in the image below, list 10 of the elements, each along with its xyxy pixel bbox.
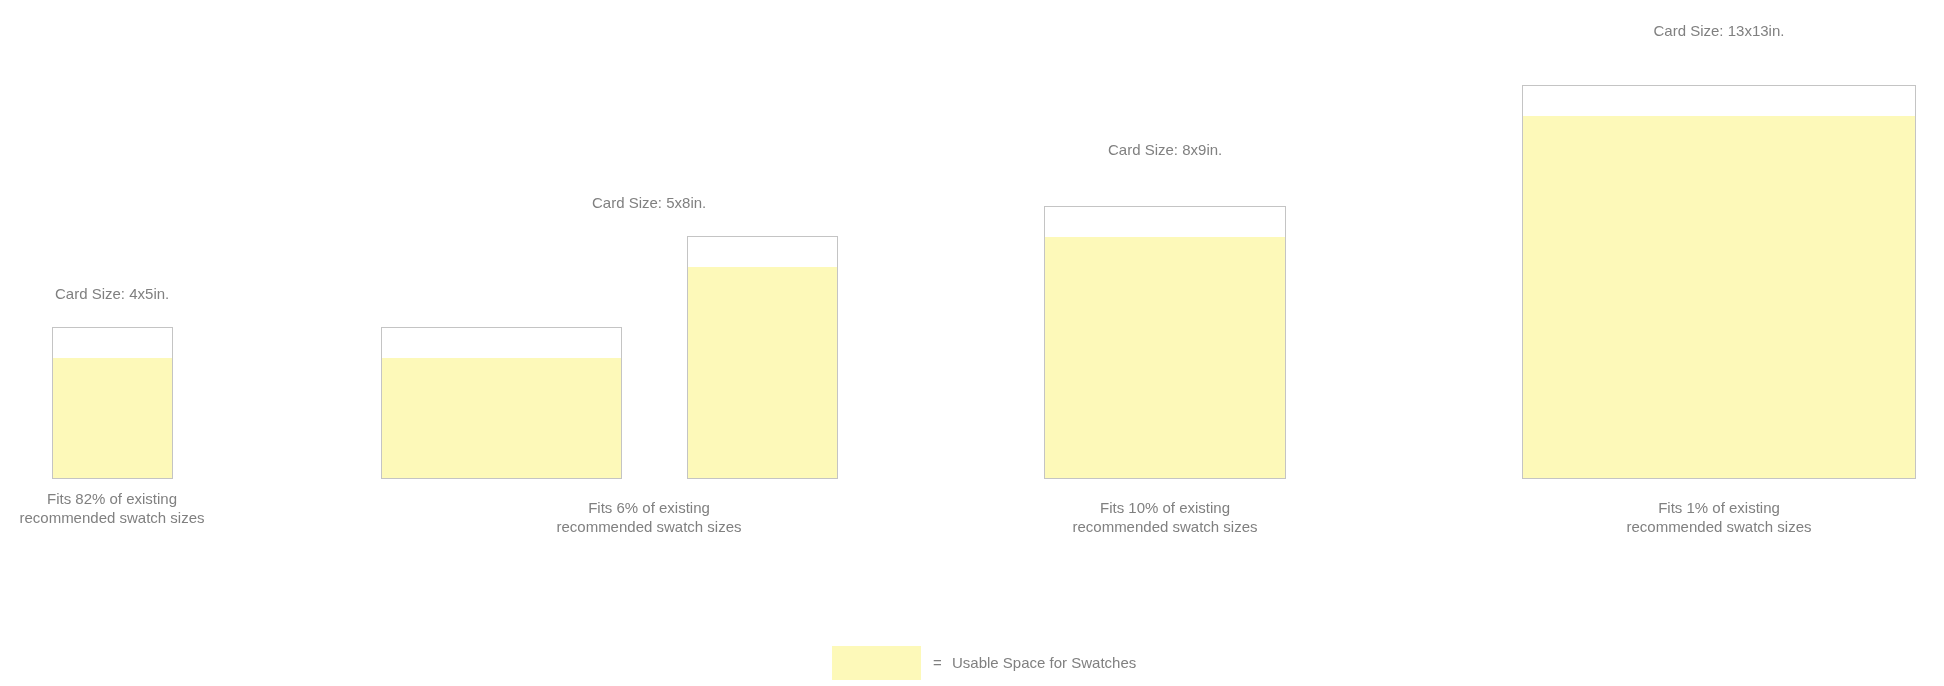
legend-text: Usable Space for Swatches bbox=[952, 654, 1137, 672]
card-size-heading: Card Size: 13x13in. bbox=[1653, 22, 1785, 40]
fit-caption: Fits 6% of existing recommended swatch sizes bbox=[555, 498, 743, 536]
card-size-heading: Card Size: 4x5in. bbox=[55, 285, 170, 303]
card-size-heading: Card Size: 8x9in. bbox=[1108, 141, 1223, 159]
fit-caption: Fits 1% of existing recommended swatch sizes bbox=[1625, 498, 1813, 536]
fit-caption: Fits 10% of existing recommended swatch sizes bbox=[1071, 498, 1259, 536]
card-size-heading: Card Size: 5x8in. bbox=[592, 194, 707, 212]
fit-caption: Fits 82% of existing recommended swatch sizes bbox=[18, 489, 206, 527]
equals-sign: = bbox=[933, 654, 942, 672]
